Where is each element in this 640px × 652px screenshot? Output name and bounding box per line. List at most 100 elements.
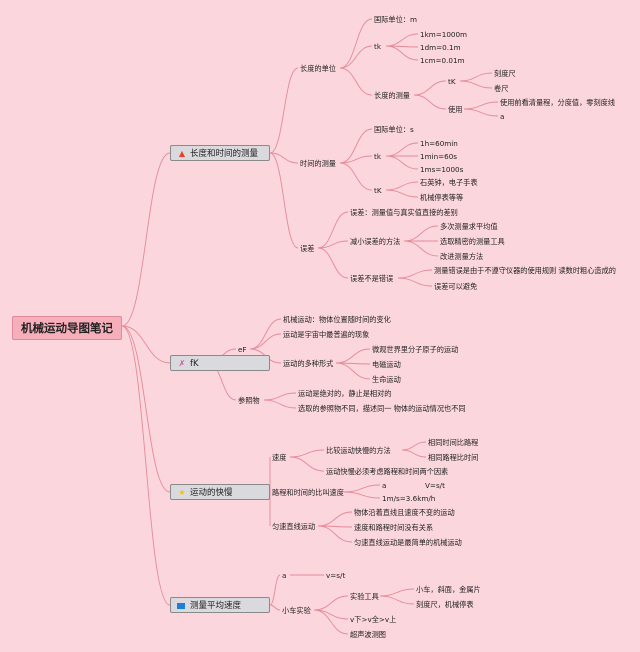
section-motion[interactable]: ✗fK — [170, 355, 270, 371]
node-length-conv-2[interactable]: 1dm=0.1m — [420, 43, 461, 52]
node-exp-compare[interactable]: v下>v全>v上 — [350, 615, 397, 624]
node-time-tool-1[interactable]: 石英钟，电子手表 — [420, 178, 478, 187]
node-motion-forms[interactable]: 运动的多种形式 — [283, 359, 334, 368]
node-time-conv-2[interactable]: 1min=60s — [420, 152, 458, 161]
node-error-not-mistake[interactable]: 误差不是错误 — [350, 274, 394, 283]
node-error-reduce[interactable]: 减小误差的方法 — [350, 237, 401, 246]
node-speed-compare[interactable]: 比较运动快慢的方法 — [326, 446, 391, 455]
connector-line — [121, 325, 171, 364]
connector-line — [263, 392, 297, 401]
node-cart-experiment[interactable]: 小车实验 — [282, 606, 311, 615]
connector-line — [413, 80, 447, 96]
node-length-conv-1[interactable]: 1km=1000m — [420, 30, 468, 39]
connector-line — [397, 277, 433, 287]
node-length-unit[interactable]: 长度的单位 — [300, 64, 336, 73]
connector-line — [403, 225, 439, 242]
connector-line — [317, 240, 349, 249]
node-motion-ef[interactable]: eF — [238, 345, 247, 354]
node-motion-form-3[interactable]: 生命运动 — [372, 375, 401, 384]
node-exp-tools-2[interactable]: 刻度尺，机械停表 — [416, 600, 474, 609]
section-average-speed[interactable]: 测量平均速度 — [170, 597, 270, 613]
node-error-reduce-3[interactable]: 改进测量方法 — [440, 252, 484, 261]
node-reference[interactable]: 参照物 — [238, 396, 260, 405]
connector-line — [269, 67, 299, 154]
node-motion-def[interactable]: 机械运动：物体位置随时间的变化 — [283, 315, 391, 324]
connector-line — [269, 574, 281, 606]
connector-line — [269, 604, 281, 611]
node-length-tool[interactable]: tK — [448, 77, 456, 86]
node-reference-1[interactable]: 运动是绝对的，静止是相对的 — [298, 389, 392, 398]
connector-line — [385, 155, 419, 170]
node-uniform-2[interactable]: 速度和路程时间没有关系 — [354, 523, 434, 532]
star-icon: ★ — [178, 488, 186, 497]
node-uniform-1[interactable]: 物体沿着直线且速度不变的运动 — [354, 508, 455, 517]
node-error-reduce-2[interactable]: 选取精密的测量工具 — [440, 237, 505, 246]
node-exp-ultrasound[interactable]: 超声波测图 — [350, 630, 386, 639]
node-time-tool[interactable]: tK — [374, 186, 382, 195]
connector-line — [459, 72, 493, 82]
node-time-si[interactable]: 国际单位：s — [374, 125, 414, 134]
node-length-use-1[interactable]: 使用前看清量程，分度值，零刻度线 — [500, 98, 616, 107]
node-exp-tools-1[interactable]: 小车，斜面，金属片 — [416, 585, 481, 594]
node-time-conv-1[interactable]: 1h=60min — [420, 139, 458, 148]
node-length-measure[interactable]: 长度的测量 — [374, 91, 410, 100]
connector-line — [343, 491, 381, 499]
node-reference-2[interactable]: 选取的参照物不同，描述同一 物体的运动情况也不同 — [298, 404, 466, 413]
node-length-use[interactable]: 使用 — [448, 105, 463, 114]
node-length-tk[interactable]: tk — [374, 42, 381, 51]
node-length-conv-3[interactable]: 1cm=0.01m — [420, 56, 465, 65]
node-time-measure[interactable]: 时间的测量 — [300, 159, 336, 168]
connector-line — [317, 247, 349, 279]
connector-line — [289, 456, 325, 472]
node-speed-ratio[interactable]: 路程和时间的比叫速度 — [272, 488, 344, 497]
connector-line — [263, 399, 297, 409]
node-speed-compare-2[interactable]: 相同路程比时间 — [428, 453, 479, 462]
connector-line — [343, 484, 381, 493]
connector-line — [317, 211, 349, 249]
connector-line — [339, 67, 373, 96]
section-title: 长度和时间的测量 — [190, 149, 259, 159]
node-time-tk[interactable]: tk — [374, 152, 381, 161]
node-time-conv-3[interactable]: 1ms=1000s — [420, 165, 464, 174]
node-length-use-2[interactable]: a — [500, 112, 505, 121]
node-error-def[interactable]: 误差：测量值与真实值直接的差别 — [350, 208, 458, 217]
node-length-tool-2[interactable]: 卷尺 — [494, 84, 509, 93]
node-motion-universal[interactable]: 运动是宇宙中最普遍的现象 — [283, 330, 370, 339]
node-error-not-2[interactable]: 误差可以避免 — [434, 282, 478, 291]
connector-line — [335, 362, 371, 380]
node-uniform-3[interactable]: 匀速直线运动是最简单的机械运动 — [354, 538, 462, 547]
connector-line — [317, 511, 353, 527]
node-error-reduce-1[interactable]: 多次测量求平均值 — [440, 222, 498, 231]
connector-line — [339, 128, 373, 164]
node-speed-both[interactable]: 运动快慢必须考虑路程和时间两个因素 — [326, 467, 449, 476]
node-time-tool-2[interactable]: 机械停表等等 — [420, 193, 464, 202]
node-avg-a[interactable]: a — [282, 571, 287, 580]
node-speed-compare-1[interactable]: 相同时间比路程 — [428, 438, 479, 447]
node-error[interactable]: 误差 — [300, 244, 315, 253]
node-motion-form-1[interactable]: 微观世界里分子原子的运动 — [372, 345, 459, 354]
node-length-tool-1[interactable]: 刻度尺 — [494, 69, 516, 78]
node-exp-tools[interactable]: 实验工具 — [350, 592, 379, 601]
node-speed-unit[interactable]: 1m/s=3.6km/h — [382, 494, 436, 503]
connector-line — [379, 588, 415, 597]
node-length-si[interactable]: 国际单位：m — [374, 15, 417, 24]
node-motion-form-2[interactable]: 电磁运动 — [372, 360, 401, 369]
flag-icon — [177, 602, 185, 609]
connector-line — [249, 333, 282, 350]
connector-line — [121, 325, 171, 606]
connector-line — [459, 80, 493, 89]
connector-line — [403, 240, 439, 257]
root-node[interactable]: 机械运动导图笔记 — [12, 316, 122, 340]
connector-line — [385, 33, 419, 47]
section-speed[interactable]: ★运动的快慢 — [170, 484, 270, 500]
node-uniform-motion[interactable]: 匀速直线运动 — [272, 522, 316, 531]
node-error-not-1[interactable]: 测量错误是由于不遵守仪器的使用规则 读数时粗心造成的 — [434, 266, 616, 275]
node-speed-a[interactable]: a — [382, 481, 387, 490]
connector-line — [317, 525, 353, 543]
node-avg-formula[interactable]: v=s/t — [326, 571, 346, 580]
connector-line — [121, 152, 171, 327]
node-speed[interactable]: 速度 — [272, 453, 287, 462]
node-speed-formula[interactable]: V=s/t — [425, 481, 445, 490]
connector-line — [379, 595, 415, 605]
section-length-time[interactable]: ▲长度和时间的测量 — [170, 145, 270, 161]
